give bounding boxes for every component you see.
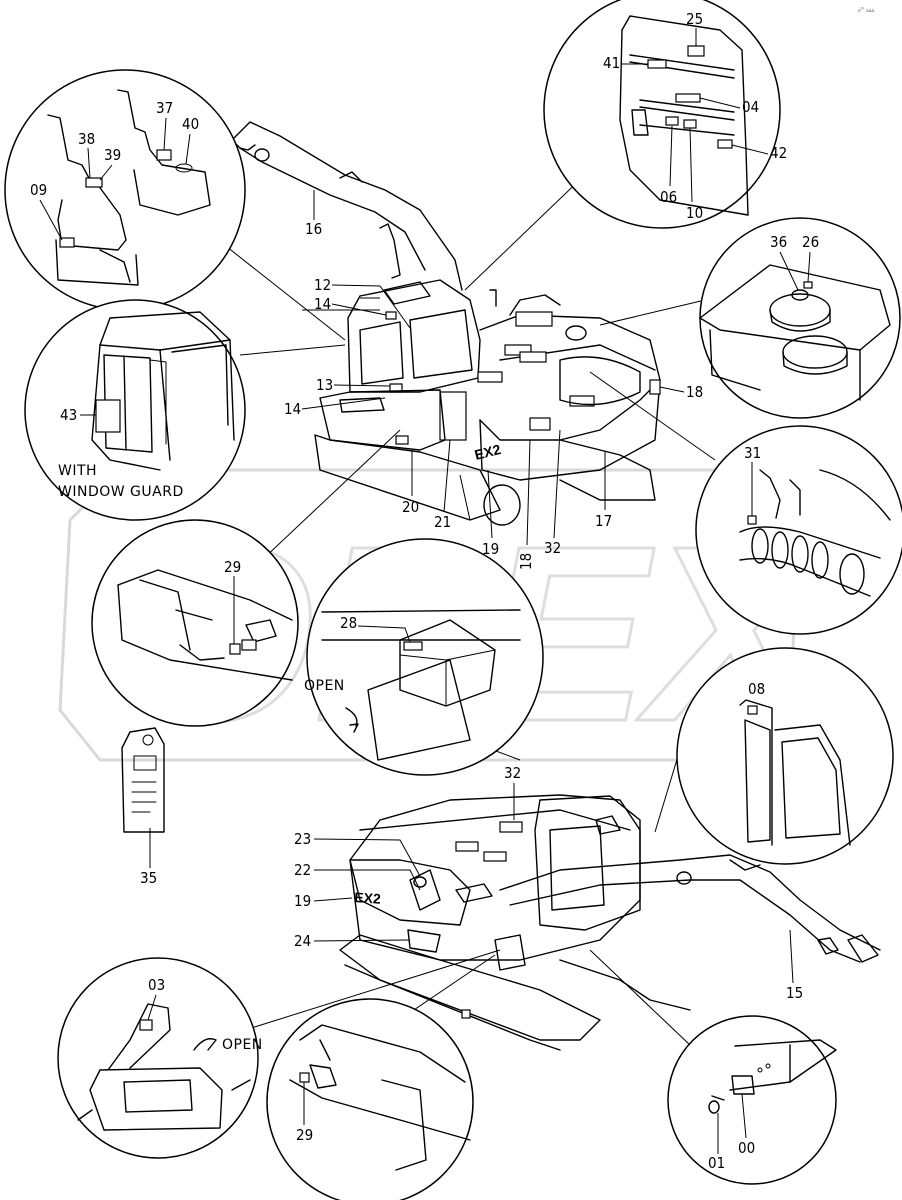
levers-label-40: 40 [182, 115, 199, 133]
detail-rail-left: 29 [91, 519, 299, 727]
callout-18-rear: 18 [686, 383, 703, 401]
detail-window-plates: 25 41 04 42 06 10 [543, 0, 787, 229]
cab-note-line2: WINDOW GUARD [58, 484, 184, 500]
callout-23: 23 [294, 830, 311, 848]
callouts: 16 12 14 13 14 20 21 19 18 32 17 18 32 2… [140, 190, 803, 1002]
hose-label-31: 31 [744, 444, 761, 462]
corner-mark: ₑ⁰ ₐₐₐ [858, 6, 874, 14]
callout-19-top: 19 [482, 540, 499, 558]
detail-box: 03 OPEN [57, 957, 263, 1159]
plates-label-41: 41 [603, 54, 620, 72]
cab-note-line1: WITH [58, 463, 97, 479]
nameplate-label-00: 00 [738, 1139, 755, 1157]
levers-label-38: 38 [78, 130, 95, 148]
caps-label-26: 26 [802, 233, 819, 251]
callout-24: 24 [294, 932, 311, 950]
upper-excavator: EX2 [231, 121, 661, 526]
plates-label-04: 04 [742, 98, 759, 116]
callout-15: 15 [786, 984, 803, 1002]
machine-badge-top: EX2 [473, 441, 503, 463]
machine-badge-bottom: EX2 [354, 889, 382, 907]
plates-label-25: 25 [686, 10, 703, 28]
levers-label-39: 39 [104, 146, 121, 164]
cab-label-43: 43 [60, 406, 77, 424]
plates-label-10: 10 [686, 204, 703, 222]
callout-32-bottom: 32 [504, 764, 521, 782]
callout-35: 35 [140, 869, 157, 887]
callout-17: 17 [595, 512, 612, 530]
plates-label-42: 42 [770, 144, 787, 162]
detail-hose: 31 [695, 425, 902, 635]
box-label-03: 03 [148, 976, 165, 994]
rail-left-label-29: 29 [224, 558, 241, 576]
callout-32-top: 32 [544, 539, 561, 557]
cover-label-28: 28 [340, 614, 357, 632]
callout-22: 22 [294, 861, 311, 879]
callout-12: 12 [314, 276, 331, 294]
detail-caps: 36 26 [699, 217, 901, 419]
cover-open-text: OPEN [304, 678, 345, 694]
tag-35 [121, 727, 165, 833]
plates-label-06: 06 [660, 188, 677, 206]
callout-18-front: 18 [517, 553, 535, 570]
callout-14-top: 14 [314, 295, 331, 313]
detail-cab: 43 WITH WINDOW GUARD [24, 299, 246, 521]
detail-rail-right: 29 [266, 998, 474, 1200]
detail-levers: 37 40 38 39 09 [4, 69, 246, 311]
levers-label-37: 37 [156, 99, 173, 117]
detail-cover: 28 OPEN [304, 538, 544, 776]
door-label-08: 08 [748, 680, 765, 698]
caps-label-36: 36 [770, 233, 787, 251]
callout-16: 16 [305, 220, 322, 238]
callout-13: 13 [316, 376, 333, 394]
callout-14-bottom: 14 [284, 400, 301, 418]
callout-21: 21 [434, 513, 451, 531]
levers-label-09: 09 [30, 181, 47, 199]
detail-nameplate: 01 00 [667, 1015, 837, 1185]
callout-19-bottom: 19 [294, 892, 311, 910]
nameplate-label-01: 01 [708, 1154, 725, 1172]
detail-door: 08 [676, 647, 894, 865]
lower-excavator: EX2 [339, 794, 881, 1051]
rail-right-label-29: 29 [296, 1126, 313, 1144]
callout-20: 20 [402, 498, 419, 516]
box-open-text: OPEN [222, 1037, 263, 1053]
